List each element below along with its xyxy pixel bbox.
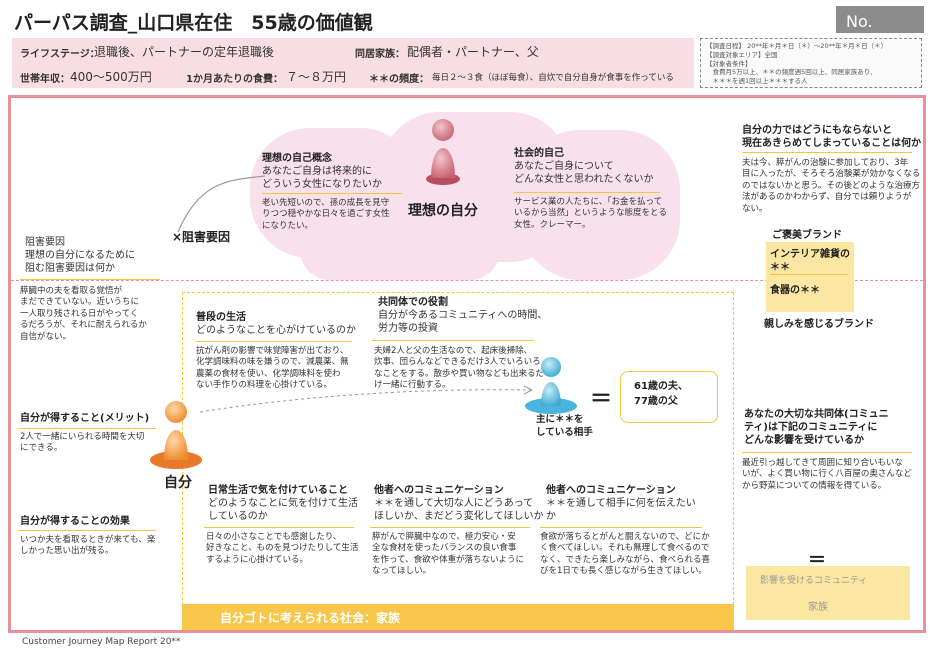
divider-line [770,274,848,275]
income-label: 世帯年収： [20,74,70,85]
community-role-question: 自分が今あるコミュニティへの時間、 労力等の投資 [378,310,548,334]
divider-line [372,340,534,341]
communication-heading: 他者へのコミュニケーション [374,485,504,496]
life-stage-value: 退職後、パートナーの定年退職後 [94,45,275,59]
reward-brand-title: ご褒美ブランド [772,230,842,241]
merit-answer: 2人で一緒にいられる時間を大切 にできる。 [20,432,145,454]
merit-heading: 自分が得すること(メリット) [20,413,150,424]
survey-line: 【対象者条件】 [706,59,752,68]
divider-line [18,530,156,531]
frequency-value: 毎日２～３食（ほぼ毎食）、自炊で自分自身が食事を作っている [432,73,674,83]
daily-care-question: どのようなことに気を付けて生活 しているのか [208,498,358,522]
communication-answer: 膵がんで膵臓中なので、極力安心・安 全な食材を使ったバランスの良い食事 を作って… [372,532,524,577]
ideal-concept-answer: 老い先短いので、孫の成長を見守 りつつ穏やかな日々を過ごす女性 になりたい。 [262,198,390,231]
daily-life-question: どのようなことを心がけているのか [196,325,356,336]
family-value: 配偶者・パートナー、父 [407,45,539,59]
communication-heading: 他者へのコミュニケーション [546,485,676,496]
survey-line: 食費月5万以上、＊＊の頻度週5回以上、同居家族あり、 [706,68,877,77]
page-title: パーパス調査_山口県在住 55歳の価値観 [14,12,373,34]
influence-community-box [746,566,910,620]
ideal-concept-question: あなたご自身は将来的に どういう女性になりたいか [262,166,382,190]
survey-line: 【調査日程】 20**年＊月＊日（＊）～20**年＊月＊日（＊） [706,42,888,50]
divider-line [204,527,354,528]
report-footer: Customer Journey Map Report 20** [22,637,181,647]
community-influence-answer: 最近引っ越してきて周囲に知り合いもいな いが、よく買い物に行く八百屋の奥さんなど… [742,458,912,491]
family-label: 同居家族： [355,49,405,60]
brand-box [766,242,854,312]
income-value: 400～500万円 [70,70,152,84]
daily-life-heading: 普段の生活 [196,312,246,323]
profile-bar [12,38,694,88]
effect-heading: 自分が得することの効果 [20,516,130,527]
influence-community-label: 影響を受けるコミュニティ [760,576,868,586]
divider-line [742,452,912,453]
ideal-concept-heading: 理想の自己概念 [262,153,332,164]
survey-conditions: 【調査日程】 20**年＊月＊日（＊）～20**年＊月＊日（＊） 【調査対象エリ… [700,38,922,88]
communication-question: ＊＊を通して大切な人にどうあって ほしいか、まだどう変化してほしいか [374,498,544,522]
self-label: 自分 [164,475,192,491]
partner-box [620,371,718,423]
ideal-person-icon [426,119,460,185]
food-cost-value: ７～８万円 [286,70,347,84]
divider-line [20,279,160,280]
society-bar [182,604,734,630]
helpless-answer: 夫は今、膵がんの治験に参加しており、3年 目に入ったが、そろそろ治験薬が効かなく… [742,158,921,214]
effect-answer: いつか夫を看取るときが来ても、楽 しかった思い出が残る。 [20,535,156,557]
communication-question: ＊＊を通して相手に何を伝えたい か [546,498,696,522]
survey-line: 【調査対象エリア】全国 [706,50,778,59]
self-person-icon [150,401,202,469]
brand-item: 食器の＊＊ [770,285,820,296]
ideal-cloud [300,220,500,280]
connector-curve [177,175,266,233]
daily-care-heading: 日常生活で気を付けていること [208,485,348,496]
food-cost-label: 1か月あたりの食費： [186,74,283,85]
life-stage-label: ライフステージ： [20,49,100,60]
brand-item: インテリア雑貨の ＊＊ [770,249,850,273]
community-role-heading: 共同体での役割 [378,297,448,308]
helpless-heading: 自分の力ではどうにもならないと 現在あきらめてしまっていることは何か [742,125,922,149]
influence-community-value: 家族 [808,602,828,613]
divider-line [196,341,352,342]
frequency-label: ＊＊の頻度： [369,74,429,85]
divider-line [540,527,702,528]
partner-value: 61歳の夫、 77歳の父 [634,381,688,407]
community-role-answer: 夫婦2人と父の生活なので、起床後掃除、 炊事、団らんなどできるだけ3人でいろいろ… [374,346,545,391]
divider-line [18,428,156,429]
journey-frame [8,95,926,633]
obstacle-question: 理想の自分になるために 阻む阻害要因は何か [25,250,135,274]
ideal-cloud [520,130,680,280]
ideal-self-label: 理想の自分 [408,203,478,219]
divider-line [11,280,923,281]
social-self-question: あなたご自身について どんな女性と思われたくないか [514,161,654,185]
number-box: No. [836,6,924,33]
divider-line [514,192,660,193]
daily-life-answer: 抗がん剤の影響で味覚障害が出ており、 化学調味料の味を嫌うので、減農薬、無 農薬… [196,346,349,391]
number-label: No. [846,12,873,31]
communication-answer: 食欲が落ちるとがんと闘えないので、どにか く食べてほしい。それも無理して食べるの… [540,532,711,577]
obstacle-marker: ×阻害要因 [172,230,231,244]
connector-arrow [200,385,534,413]
social-self-heading: 社会的自己 [514,148,564,159]
equals-sign: ＝ [590,387,613,412]
society-label: 自分ゴトに考えられる社会：家族 [220,611,401,625]
divider-line [742,152,912,153]
partner-person-icon [525,357,577,414]
social-self-answer: サービス業の人たちに、「お金を払って いるから当然」というような態度をとる 女性… [514,197,668,230]
partner-label: 主に＊＊を している相手 [536,414,593,438]
daily-care-answer: 日々の小さなことでも感謝したり、 好きなこと、ものを見つけたりして生活 するよう… [206,532,359,565]
equals-sign: ＝ [808,550,826,571]
obstacle-answer: 膵臓中の夫を看取る覚悟が まだできていない。近いうちに 一人取り残される日がやっ… [20,286,147,342]
obstacle-heading: 阻害要因 [25,237,65,248]
familiar-brand-label: 親しみを感じるブランド [764,319,874,330]
divider-line [370,527,530,528]
divider-line [262,193,402,194]
community-influence-heading: あなたの大切な共同体(コミュニ ティ)は下記のコミュニティに どんな影響を受けて… [744,409,889,446]
survey-line: ＊＊＊を週1回以上＊＊＊する人 [706,77,808,86]
